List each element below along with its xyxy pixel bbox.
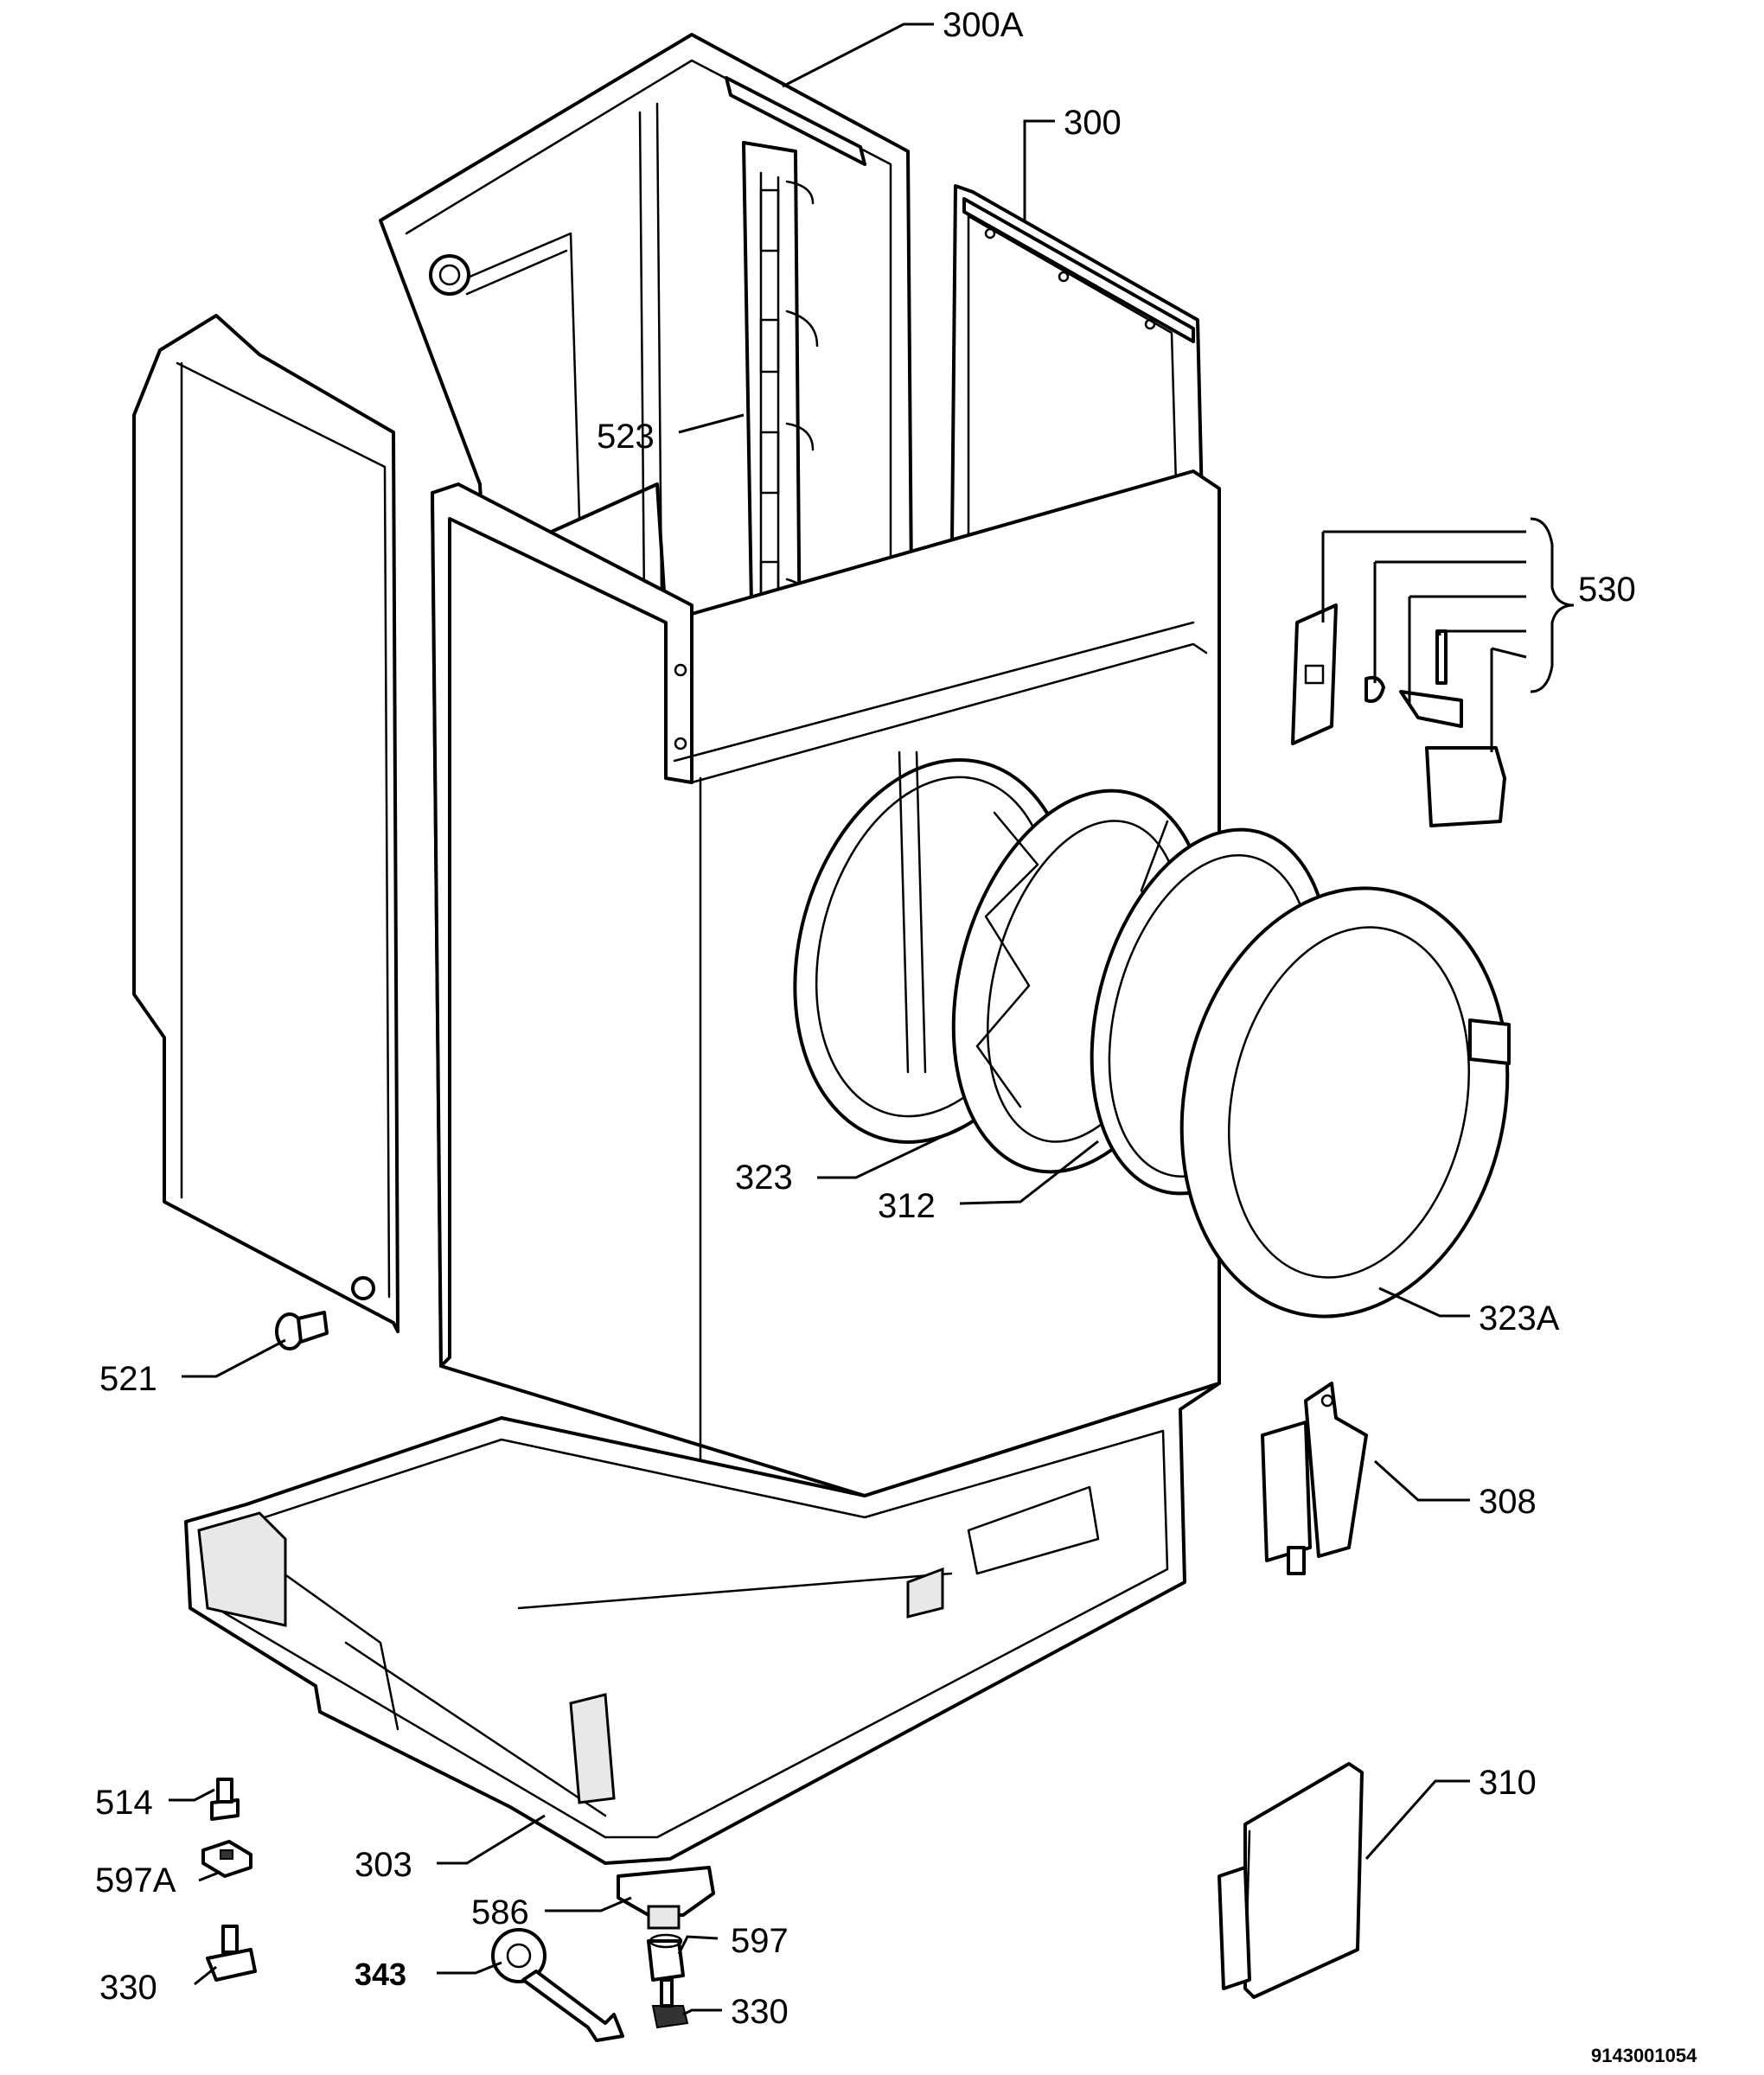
door-323a: [1179, 886, 1511, 1318]
label-514: 514: [95, 1784, 153, 1822]
hardware-514: [210, 1778, 240, 1821]
label-523: 523: [597, 418, 655, 456]
label-300a: 300A: [943, 6, 1024, 44]
label-343: 343: [355, 1957, 406, 1992]
door-lock-parts-530: [1291, 603, 1506, 827]
label-597a: 597A: [95, 1861, 176, 1899]
label-308: 308: [1479, 1483, 1537, 1521]
label-323a: 323A: [1479, 1299, 1560, 1338]
spanner-343: [491, 1928, 624, 2042]
left-side-panel: [132, 314, 399, 1333]
nut-597a: [201, 1840, 252, 1878]
door-hinge-308: [1261, 1382, 1368, 1575]
label-300: 300: [1064, 104, 1122, 142]
label-323: 323: [735, 1159, 793, 1197]
leader-lines: [169, 22, 1575, 2016]
label-330-right: 330: [731, 1993, 789, 2031]
label-303: 303: [355, 1846, 412, 1884]
label-312: 312: [878, 1187, 936, 1225]
base-frame-303: [184, 1382, 1221, 1865]
document-number: 9143001054: [1591, 2045, 1697, 2066]
label-586: 586: [471, 1893, 529, 1931]
label-330-left: 330: [99, 1969, 157, 2007]
service-flap-310: [1218, 1762, 1364, 1999]
screw-521: [275, 1311, 329, 1350]
label-597: 597: [731, 1922, 789, 1960]
label-530: 530: [1578, 571, 1636, 609]
foot-assembly: [617, 1866, 715, 2029]
label-521: 521: [99, 1360, 157, 1398]
label-310: 310: [1479, 1764, 1537, 1802]
bolt-330-left: [206, 1925, 257, 1982]
